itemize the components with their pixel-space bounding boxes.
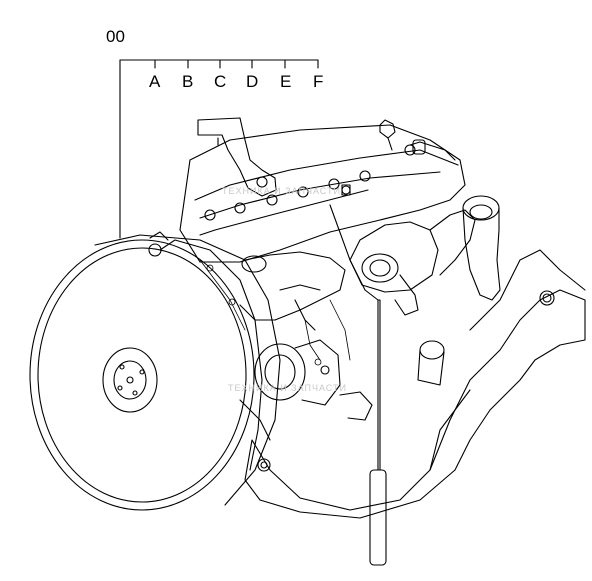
- oil-filter: [339, 340, 445, 421]
- timing-housing: [148, 231, 271, 472]
- variant-label-d: D: [246, 72, 259, 91]
- lifting-bracket: [197, 117, 277, 197]
- engine-block: [244, 249, 586, 519]
- valve-cover: [179, 124, 466, 263]
- callout-bracket: [119, 59, 319, 239]
- variant-label-f: F: [313, 72, 324, 91]
- variant-label-a: A: [149, 72, 161, 91]
- alternator: [254, 339, 341, 406]
- variant-label-b: B: [182, 72, 194, 91]
- fuel-injectors: [199, 170, 371, 236]
- front-pulley: [29, 234, 281, 511]
- variant-label-e: E: [280, 72, 292, 91]
- wiring-harness: [199, 259, 351, 366]
- watermark-bottom-text: ТЕХНИКА И ЗАПЧАСТИ: [228, 383, 347, 393]
- turbocharger: [349, 209, 476, 316]
- variant-label-c: C: [214, 72, 227, 91]
- watermark-top-text: ТЕХНИКА И ЗАПЧАСТИ: [222, 186, 341, 196]
- intake-pipe: [462, 195, 501, 301]
- dipstick: [329, 204, 387, 566]
- assembly-code-label: 00: [106, 27, 125, 46]
- exhaust-manifold: [239, 251, 346, 331]
- lifting-hook: [379, 119, 396, 151]
